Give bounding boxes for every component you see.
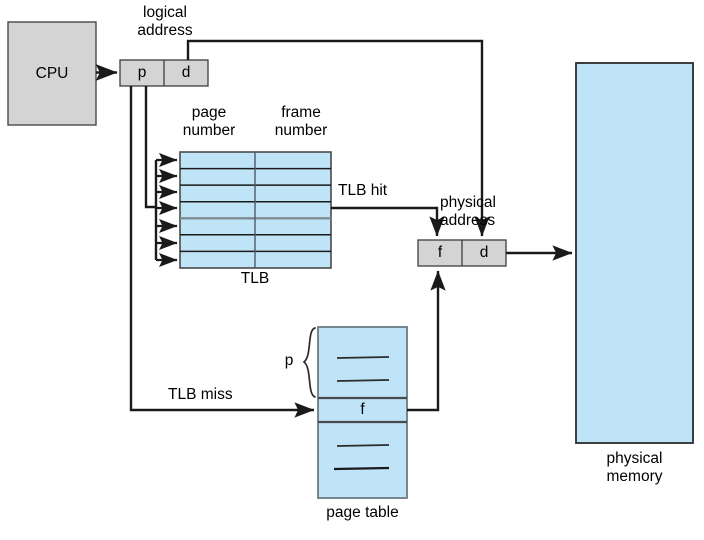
page-number-to-tlb-line <box>144 86 156 209</box>
tlb-frame-number-header-line1: frame <box>281 104 321 121</box>
page-table-frame-to-physical-address-line <box>407 270 446 412</box>
page-table-index-label: p <box>284 352 294 369</box>
logical-address-offset-field: d <box>181 64 191 81</box>
physical-address-offset-field: d <box>479 244 489 261</box>
tlb-page-number-header-line2: number <box>182 122 236 139</box>
physical-memory-caption-line1: physical <box>606 450 663 467</box>
physical-address-caption-line2: address <box>440 212 496 229</box>
physical-memory-caption-line2: memory <box>606 468 663 485</box>
tlb-frame-number-header-line2: number <box>274 122 328 139</box>
page-table-entry-dash-3 <box>336 444 390 447</box>
physical-address-frame-field: f <box>437 244 443 261</box>
cpu-box <box>7 21 97 126</box>
page-table-caption: page table <box>326 504 399 521</box>
page-index-brace <box>302 327 316 398</box>
page-table-entry-dash-1 <box>336 356 390 359</box>
tlb-miss-line <box>129 86 315 418</box>
tlb-hit-line <box>331 206 445 237</box>
logical-address-caption-line2: address <box>137 22 193 39</box>
page-table-entry-dash-4 <box>333 466 390 471</box>
logical-address-page-field: p <box>137 64 147 81</box>
physical-memory-box <box>575 62 694 444</box>
tlb-page-number-header-line1: page <box>191 104 227 121</box>
logical-address-caption-line1: logical <box>143 4 187 21</box>
tlb-caption: TLB <box>240 270 270 287</box>
page-table-entry-dash-2 <box>336 379 390 382</box>
physical-address-caption-line1: physical <box>440 194 496 211</box>
page-table-frame-entry: f <box>360 401 365 418</box>
cpu-label: CPU <box>35 64 69 82</box>
offset-passthrough-line <box>186 39 490 237</box>
tlb-miss-label: TLB miss <box>168 386 233 403</box>
tlb-hit-label: TLB hit <box>338 182 388 199</box>
